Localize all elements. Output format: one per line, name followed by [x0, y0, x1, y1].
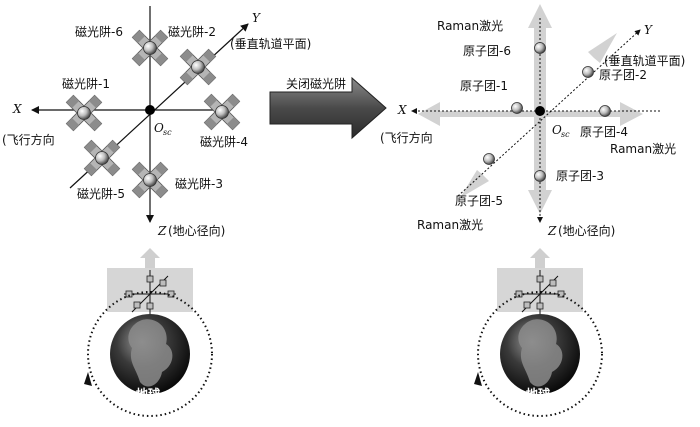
raman-label-bottom: Raman激光: [417, 218, 483, 232]
trap-2-label: 磁光阱-2: [168, 24, 216, 39]
orbit-path: [477, 291, 603, 417]
orbit-path: [87, 291, 213, 417]
right-panel: X (飞行方向 Y (垂直轨道平面) Z (地心径向) O sc 原子团-1 原…: [380, 4, 685, 238]
trap-5-label: 磁光阱-5: [77, 186, 125, 201]
up-arrow-icon: [530, 248, 550, 268]
left-axis-y-desc: (垂直轨道平面): [230, 37, 311, 51]
right-axis-x-label: X: [397, 103, 407, 117]
cluster-1-icon: [511, 102, 523, 114]
up-arrow-icon: [140, 248, 160, 268]
raman-label-top: Raman激光: [437, 19, 503, 33]
raman-beam-horizontal: [418, 102, 643, 126]
mini-cluster-icons: [515, 275, 565, 310]
left-axis-z-label: Z: [157, 224, 167, 238]
trap-1-icon: [65, 94, 103, 132]
trap-4-label: 磁光阱-4: [200, 134, 248, 149]
earth-right: 地球: [474, 248, 603, 417]
orbit-arrow-icon: [84, 372, 92, 386]
raman-label-right: Raman激光: [610, 142, 676, 156]
left-origin-dot: [145, 105, 155, 115]
cluster-4-icon: [599, 105, 611, 117]
earth-left: 地球: [84, 248, 213, 417]
earth-continents: [518, 319, 563, 387]
left-origin-sub: sc: [163, 128, 172, 137]
transition: 关闭磁光阱: [269, 76, 387, 140]
trap-3-label: 磁光阱-3: [175, 176, 223, 191]
right-axis-x-desc: (飞行方向: [380, 130, 433, 145]
transition-label: 关闭磁光阱: [286, 76, 346, 91]
cluster-3-label: 原子团-3: [556, 169, 604, 183]
cluster-5-icon: [483, 153, 495, 165]
cluster-2-icon: [582, 66, 594, 78]
cluster-6-label: 原子团-6: [463, 44, 511, 58]
right-origin-sub: sc: [561, 130, 570, 139]
mini-trap-icons: [125, 275, 175, 310]
earth-label: 地球: [136, 386, 161, 401]
earth-continents: [128, 319, 173, 387]
left-axis-x-label: X: [12, 102, 22, 116]
transition-arrow: [269, 76, 387, 140]
left-axis-x-desc: (飞行方向: [2, 132, 55, 147]
right-axis-z-label: Z: [547, 224, 557, 238]
cluster-1-label: 原子团-1: [460, 79, 508, 93]
left-panel: X (飞行方向 Y (垂直轨道平面) Z (地心径向) O sc 磁光阱-1 磁…: [2, 6, 311, 238]
left-origin-label: O: [154, 121, 164, 135]
trap-5-icon: [83, 139, 121, 177]
raman-beam-diagonal: [460, 33, 617, 198]
cluster-3-icon: [534, 170, 546, 182]
trap-4-icon: [203, 93, 241, 131]
earth-label: 地球: [526, 386, 551, 401]
right-origin-label: O: [552, 123, 562, 137]
cluster-5-label: 原子团-5: [455, 194, 503, 208]
right-origin-dot: [535, 106, 545, 116]
cluster-2-label: 原子团-2: [599, 68, 647, 82]
trap-6-label: 磁光阱-6: [75, 24, 123, 39]
cluster-6-icon: [534, 42, 546, 54]
cluster-4-label: 原子团-4: [580, 125, 628, 139]
right-axis-y-label: Y: [644, 23, 653, 37]
right-axis-y: [457, 29, 641, 197]
orbit-arrow-icon: [474, 372, 482, 386]
left-axis-y-label: Y: [252, 11, 261, 25]
trap-2-icon: [179, 48, 217, 86]
right-axis-z-desc: (地心径向): [558, 223, 615, 238]
right-axis-y-desc: (垂直轨道平面): [604, 54, 685, 68]
left-axis-z-desc: (地心径向): [168, 223, 225, 238]
trap-1-label: 磁光阱-1: [62, 76, 110, 91]
